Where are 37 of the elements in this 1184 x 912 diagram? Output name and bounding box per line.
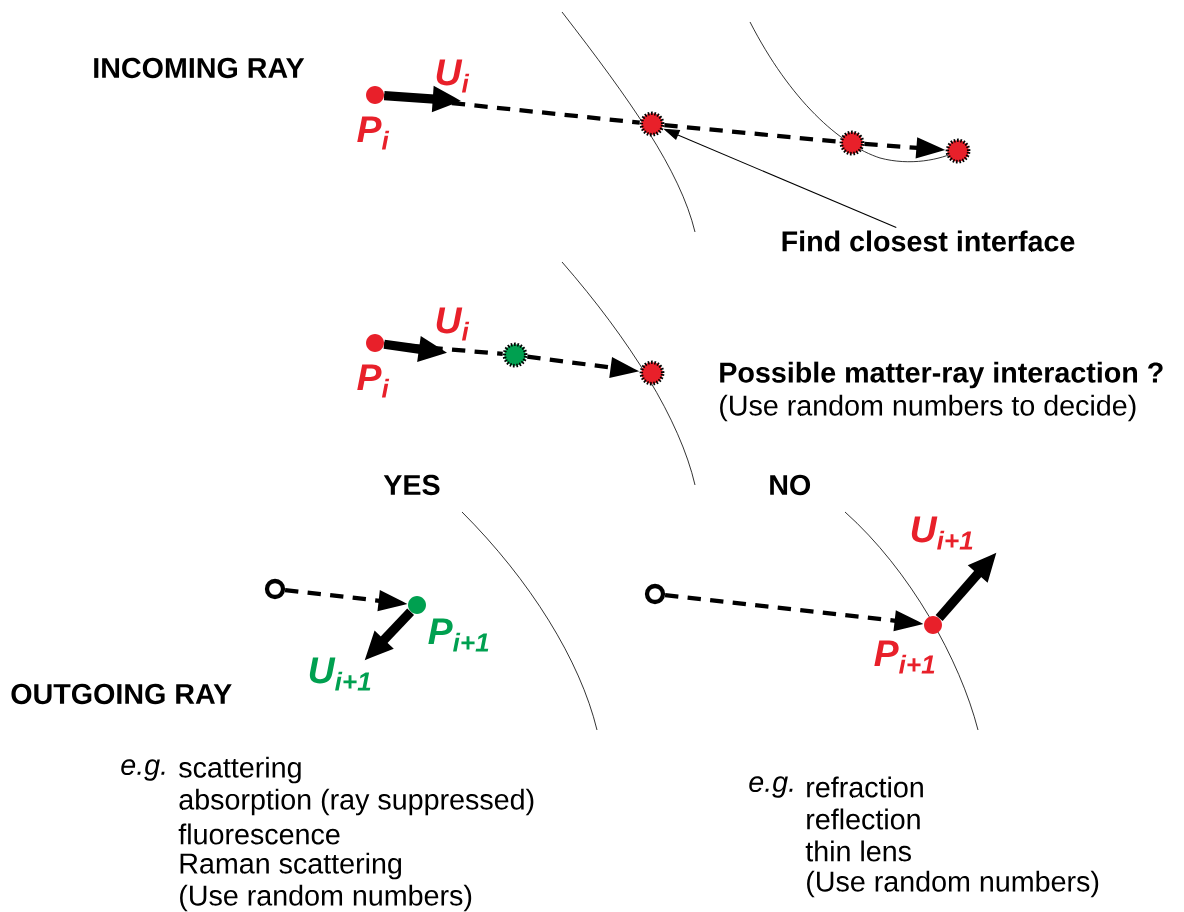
heading: INCOMING RAY: [94, 57, 305, 79]
note-text: refraction: [807, 776, 923, 798]
note-text: (Use random numbers): [807, 870, 1099, 898]
point-label: P$_{i+1}$: [874, 640, 935, 674]
note-text: fluorescence: [178, 823, 340, 845]
point-label: P$_{i}$: [357, 116, 390, 150]
point-dot: [366, 334, 384, 352]
point-dot: [924, 616, 942, 634]
note-text: (Use random numbers to decide): [720, 394, 1136, 422]
heading: Possible matter-ray interaction ?: [720, 361, 1163, 389]
note-text: thin lens: [805, 840, 911, 862]
start-ring: [644, 583, 666, 605]
edge-label: U$_{i+1}$: [309, 657, 371, 691]
interaction-point: [639, 360, 665, 386]
point-label: P$_{i}$: [357, 364, 390, 398]
heading: OUTGOING RAY: [11, 683, 232, 705]
note-text: e.g.: [749, 776, 793, 798]
edge-label: U$_{i}$: [436, 307, 470, 341]
interaction-point: [839, 130, 865, 156]
caption-text: Find closest interface: [782, 230, 1075, 252]
note-text: absorption (ray suppressed): [179, 788, 534, 816]
note-text: (Use random numbers): [180, 884, 472, 912]
interaction-point: [945, 138, 971, 164]
note-text: Raman scattering: [180, 852, 402, 880]
point-dot: [366, 86, 384, 104]
edge-label: U$_{i}$: [436, 59, 470, 93]
note-text: e.g.: [121, 759, 165, 781]
note-text: reflection: [807, 808, 920, 830]
heading: NO: [770, 474, 811, 496]
start-ring: [264, 578, 286, 600]
point-label: P$_{i+1}$: [428, 618, 489, 652]
note-text: scattering: [179, 756, 301, 784]
point-dot: [408, 596, 426, 614]
interaction-point: [639, 111, 665, 137]
interaction-point: [502, 342, 528, 368]
edge-label: U$_{i+1}$: [911, 516, 973, 550]
heading: YES: [383, 474, 440, 496]
